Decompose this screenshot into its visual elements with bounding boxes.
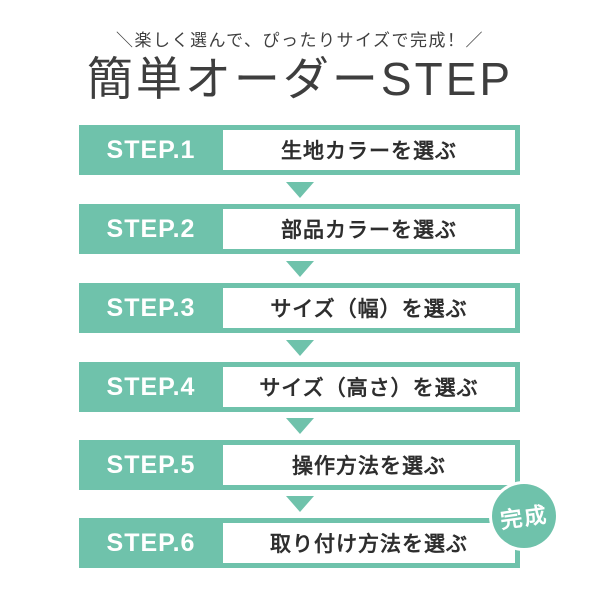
step-title-box: サイズ（高さ）を選ぶ xyxy=(223,367,515,407)
step-title-box: サイズ（幅）を選ぶ xyxy=(223,288,515,328)
step-title-box: 取り付け方法を選ぶ xyxy=(223,523,515,563)
step-row-2: STEP.2 部品カラーを選ぶ xyxy=(79,204,520,254)
step-row-5: STEP.5 操作方法を選ぶ xyxy=(79,440,520,490)
complete-badge-label: 完成 xyxy=(498,501,550,534)
step-number-label: STEP.3 xyxy=(106,293,196,322)
step-number-label: STEP.4 xyxy=(106,372,196,401)
tagline: ＼楽しく選んで、ぴったりサイズで完成！／ xyxy=(116,31,484,50)
step-number-label: STEP.5 xyxy=(106,450,196,479)
down-arrow-icon xyxy=(286,496,314,512)
page-title: 簡単オーダーSTEP xyxy=(86,53,514,105)
complete-badge: 完成 xyxy=(492,484,556,548)
step-number-label: STEP.6 xyxy=(106,528,196,557)
step-title: サイズ（幅）を選ぶ xyxy=(270,298,468,321)
down-arrow-icon xyxy=(286,340,314,356)
step-row-4: STEP.4 サイズ（高さ）を選ぶ xyxy=(79,362,520,412)
down-arrow-icon xyxy=(286,182,314,198)
step-title: サイズ（高さ）を選ぶ xyxy=(259,377,479,400)
step-title-box: 部品カラーを選ぶ xyxy=(223,209,515,249)
step-title: 取り付け方法を選ぶ xyxy=(270,533,468,556)
step-title: 生地カラーを選ぶ xyxy=(281,140,457,163)
step-number-label: STEP.2 xyxy=(106,214,196,243)
down-arrow-icon xyxy=(286,418,314,434)
step-row-3: STEP.3 サイズ（幅）を選ぶ xyxy=(79,283,520,333)
step-title: 部品カラーを選ぶ xyxy=(281,219,457,242)
step-title: 操作方法を選ぶ xyxy=(292,455,446,478)
step-row-1: STEP.1 生地カラーを選ぶ xyxy=(79,125,520,175)
step-row-6: STEP.6 取り付け方法を選ぶ xyxy=(79,518,520,568)
down-arrow-icon xyxy=(286,261,314,277)
step-title-box: 生地カラーを選ぶ xyxy=(223,130,515,170)
step-title-box: 操作方法を選ぶ xyxy=(223,445,515,485)
step-number-label: STEP.1 xyxy=(106,135,196,164)
